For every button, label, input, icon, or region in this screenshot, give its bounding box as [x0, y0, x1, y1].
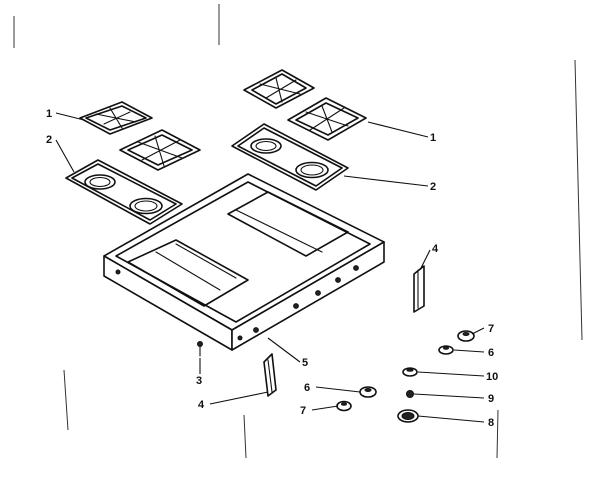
callout-1-left: 1 [46, 108, 52, 120]
part-8 [397, 409, 419, 423]
leader-lines [55, 112, 485, 423]
callout-4-bottom: 4 [198, 399, 205, 411]
callout-9: 9 [488, 393, 494, 405]
scan-artifacts [13, 4, 583, 459]
callout-6-mid: 6 [304, 382, 310, 394]
callout-3: 3 [196, 375, 202, 387]
callout-6-top: 6 [488, 347, 494, 359]
screw [197, 341, 203, 357]
part-10 [402, 367, 418, 377]
callout-labels: 1 2 1 2 4 5 3 4 7 6 10 9 8 6 7 [46, 108, 498, 429]
front-support-bracket [263, 353, 277, 397]
callout-5: 5 [302, 357, 308, 369]
right-burner-grate [243, 69, 367, 141]
callout-7-top: 7 [488, 323, 494, 335]
callout-2-right: 2 [430, 181, 436, 193]
left-burner-grate [79, 101, 201, 171]
callout-7-mid: 7 [300, 405, 306, 417]
right-support-bracket [413, 265, 425, 313]
knob-7-mid [336, 400, 352, 412]
callout-8: 8 [488, 417, 494, 429]
cooktop-frame [103, 173, 385, 351]
callout-2-left: 2 [46, 134, 52, 146]
right-burner-pan [231, 123, 349, 191]
knob-6-mid [359, 386, 377, 398]
callout-1-right: 1 [430, 132, 436, 144]
callout-4-right: 4 [432, 243, 439, 255]
part-9 [406, 390, 414, 398]
knob-7-top [457, 330, 475, 342]
left-burner-pan [65, 159, 183, 225]
knob-6-top [438, 345, 454, 355]
callout-10: 10 [486, 371, 498, 383]
